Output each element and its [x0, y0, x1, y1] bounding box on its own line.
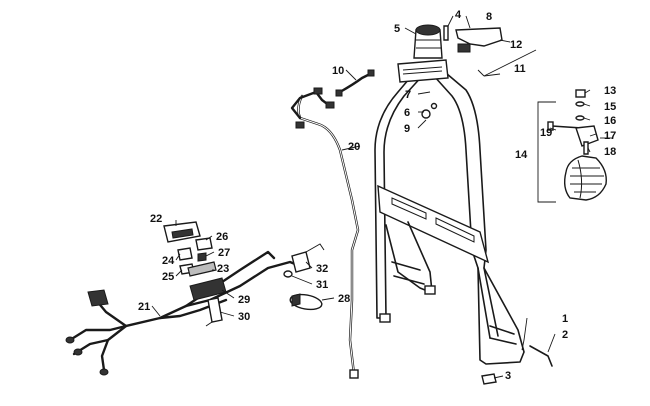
rear-foot: [424, 285, 436, 295]
terminal-c: [65, 336, 75, 344]
washer-16: [575, 115, 585, 121]
headlight: [563, 155, 607, 201]
top-plate: [397, 59, 449, 83]
gauge-assembly: [413, 24, 537, 77]
callout-6: 6: [404, 107, 410, 119]
callout-28: 28: [338, 293, 350, 305]
callout-labels: 1 2 3 4 5 6 7 8 9 10 11 12 13 14 15 16 1…: [138, 9, 616, 382]
left-foot: [379, 313, 391, 323]
harness-21: [65, 250, 302, 376]
washer-6: [430, 102, 438, 110]
clip-27: [197, 252, 207, 262]
wire-10: [335, 69, 375, 97]
main-connector: [87, 289, 109, 307]
callout-4: 4: [455, 9, 462, 21]
callout-16: 16: [604, 115, 616, 127]
leader-lines: [151, 15, 612, 379]
callout-30: 30: [238, 311, 250, 323]
callout-1: 1: [562, 313, 568, 325]
wire-10-end-b: [367, 69, 375, 77]
steering-post-frame: [374, 59, 553, 385]
callout-21: 21: [138, 301, 150, 313]
nut-31: [283, 270, 293, 278]
callout-29: 29: [238, 294, 250, 306]
callout-14: 14: [515, 149, 528, 161]
callout-18: 18: [604, 146, 616, 158]
screw-4: [443, 25, 449, 41]
bracket-17: [575, 125, 599, 147]
screw-18: [583, 141, 589, 155]
wire-10-end-a: [335, 89, 343, 97]
connector-c: [295, 121, 305, 129]
callout-11: 11: [514, 63, 526, 75]
callout-10: 10: [332, 65, 344, 77]
switch-24: [177, 247, 193, 261]
bracket-29-30: [189, 277, 227, 327]
module-29: [189, 277, 227, 301]
switch-26: [195, 237, 213, 251]
headlight-assembly: [537, 89, 607, 203]
callout-9: 9: [404, 123, 410, 135]
callout-23: 23: [217, 263, 229, 275]
callout-26: 26: [216, 231, 228, 243]
bolt-head: [547, 121, 554, 131]
bracket-30: [207, 297, 223, 323]
bolt-3: [481, 373, 497, 385]
pin-2: [529, 345, 553, 367]
taillight-group: [283, 243, 325, 311]
callout-7: 7: [405, 89, 411, 101]
bracket-8: [455, 27, 503, 47]
callout-24: 24: [162, 255, 175, 267]
callout-2: 2: [562, 329, 568, 341]
callout-19: 19: [540, 127, 552, 139]
connector-a: [313, 87, 323, 95]
connector-b: [325, 101, 335, 109]
callout-5: 5: [394, 23, 400, 35]
callout-22: 22: [150, 213, 162, 225]
nut-9: [421, 109, 431, 119]
clip-12: [457, 43, 471, 53]
terminal-b: [99, 368, 109, 376]
callout-25: 25: [162, 271, 174, 283]
callout-17: 17: [604, 130, 616, 142]
callout-12: 12: [510, 39, 522, 51]
callout-32: 32: [316, 263, 328, 275]
callout-13: 13: [604, 85, 616, 97]
callout-8: 8: [486, 11, 492, 23]
connector-d: [349, 369, 359, 379]
callout-31: 31: [316, 279, 328, 291]
switch-32-housing: [291, 251, 311, 273]
callout-20: 20: [348, 141, 360, 153]
nut-13: [575, 89, 586, 98]
bracket-14: [537, 101, 556, 203]
callout-15: 15: [604, 101, 616, 113]
gauge-top: [415, 24, 441, 36]
callout-27: 27: [218, 247, 230, 259]
washer-15: [575, 101, 585, 107]
terminal-a: [73, 348, 83, 356]
harness-20: [290, 87, 360, 379]
plate-23: [187, 261, 217, 277]
cross-brace-plate: [377, 184, 490, 264]
callout-3: 3: [505, 370, 511, 382]
switch-assembly: [163, 221, 217, 277]
